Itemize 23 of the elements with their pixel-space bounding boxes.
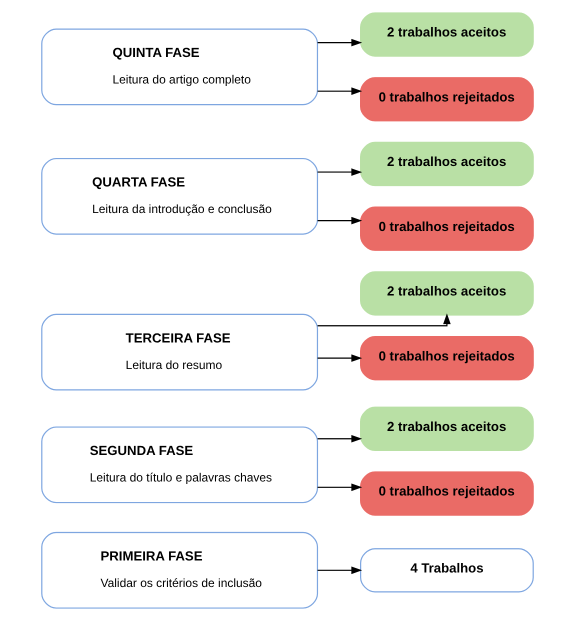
node-box: 0 trabalhos rejeitados bbox=[360, 206, 534, 251]
arrow bbox=[317, 313, 450, 326]
arrow bbox=[317, 38, 362, 46]
arrow bbox=[317, 354, 362, 362]
node-box: PRIMEIRA FASE Validar os critérios de inclusão bbox=[40, 532, 318, 609]
node-box: QUARTA FASE Leitura da introdução e conclusão bbox=[40, 158, 318, 235]
node-box: 4 Trabalhos bbox=[360, 548, 534, 592]
node-box: SEGUNDA FASE Leitura do título e palavras chaves bbox=[40, 426, 318, 504]
arrow bbox=[317, 484, 362, 492]
node-box: 2 trabalhos aceitos bbox=[360, 406, 534, 452]
arrow bbox=[317, 434, 362, 443]
node-box: 0 trabalhos rejeitados bbox=[360, 336, 534, 380]
node-box: 0 trabalhos rejeitados bbox=[360, 471, 534, 516]
arrow bbox=[317, 216, 362, 224]
node-box: 2 trabalhos aceitos bbox=[360, 12, 534, 57]
arrow bbox=[317, 168, 362, 176]
node-box: 2 trabalhos aceitos bbox=[360, 142, 534, 186]
arrow bbox=[317, 87, 362, 95]
node-box: 0 trabalhos rejeitados bbox=[360, 77, 534, 122]
node-box: TERCEIRA FASE Leitura do resumo bbox=[40, 314, 318, 390]
arrow bbox=[317, 566, 362, 574]
node-box: QUINTA FASE Leitura do artigo completo bbox=[40, 28, 318, 106]
node-box: 2 trabalhos aceitos bbox=[360, 271, 534, 316]
